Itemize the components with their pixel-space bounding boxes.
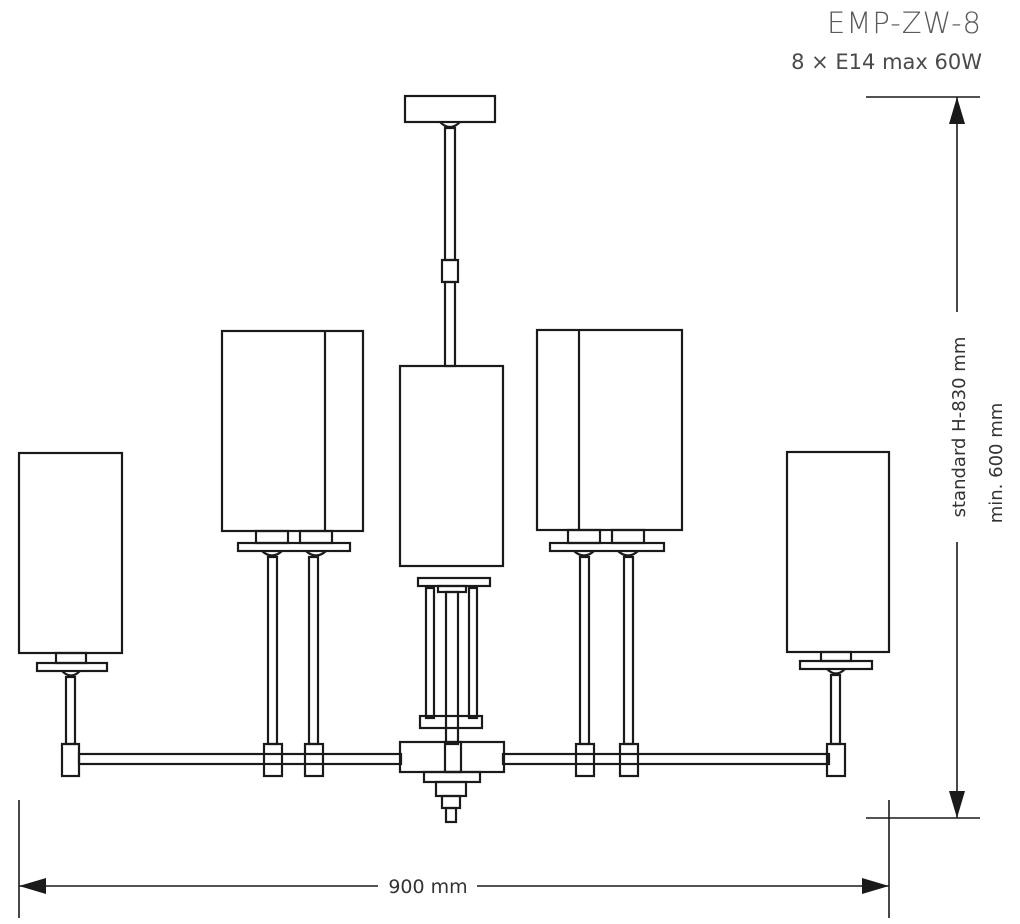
ceiling-canopy	[403, 94, 497, 129]
central-hub	[398, 740, 506, 824]
width-label: 900 mm	[388, 876, 467, 898]
height-min-label: min. 600 mm	[986, 403, 1007, 524]
lamp-right-double	[535, 328, 684, 778]
suspension-rod	[440, 126, 460, 368]
lamp-far-left	[17, 451, 124, 778]
model-code: EMP-ZW-8	[827, 6, 982, 40]
height-dimension	[866, 96, 980, 819]
center-shade	[398, 364, 505, 746]
lamp-far-right	[785, 450, 891, 778]
horizontal-arm	[77, 752, 831, 766]
lamp-left-double	[220, 329, 365, 778]
height-standard-label: standard H-830 mm	[949, 337, 970, 518]
bulb-spec: 8 × E14 max 60W	[791, 50, 982, 74]
width-dimension	[18, 800, 890, 918]
